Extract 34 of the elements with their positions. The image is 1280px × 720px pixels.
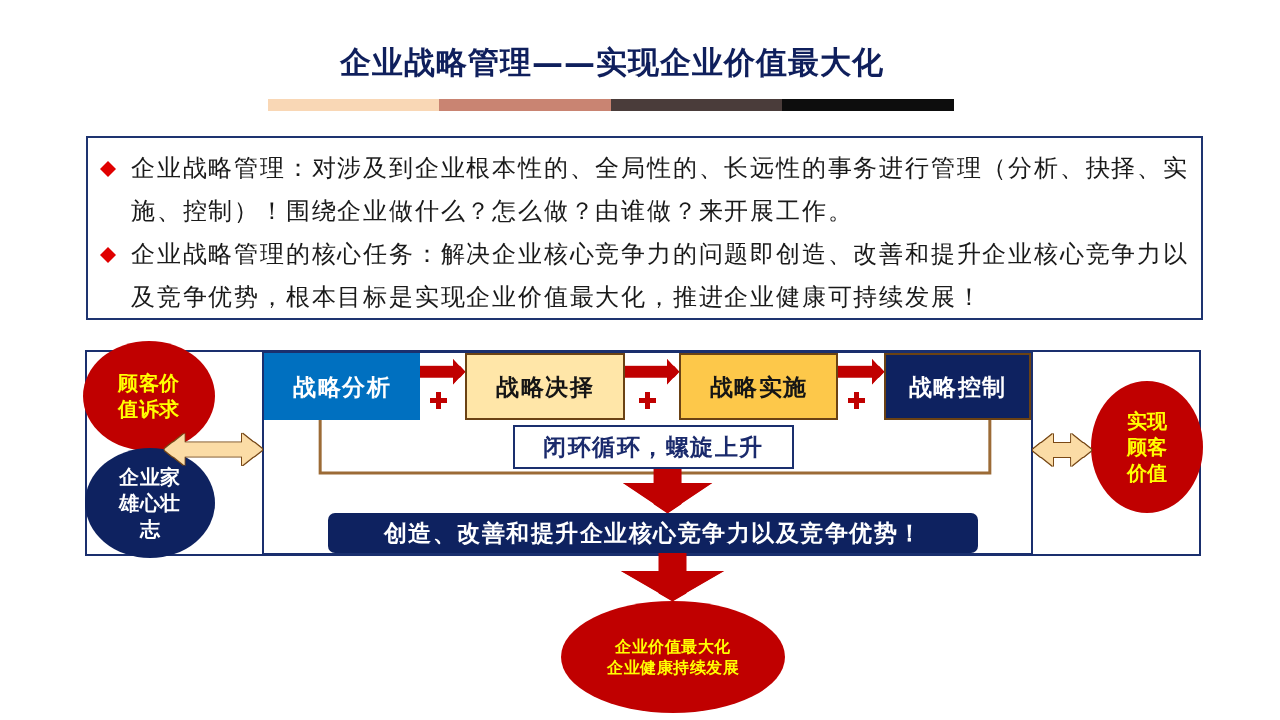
circle-node (1091, 381, 1203, 513)
circle-node (83, 341, 215, 451)
step-box (884, 353, 1031, 420)
note-box (513, 425, 794, 469)
banner-box (328, 513, 978, 553)
node-label: 战略控制 (908, 372, 1007, 402)
arrow (622, 469, 713, 513)
node-label: 企业家雄心壮志 (118, 464, 182, 542)
bullet-text: 企业战略管理：对涉及到企业根本性的、全局性的、长远性的事务进行管理（分析、抉择、实施、控制）！围绕企业做什么？怎么做？由谁做？来开展工作。 (131, 153, 1190, 227)
connector-line (318, 420, 992, 475)
title-text: 企业战略管理——实现企业价值最大化 (340, 44, 884, 80)
circle-node (85, 448, 215, 558)
node-label: 企业价值最大化 (615, 636, 731, 657)
ellipse-node (561, 601, 785, 713)
node-label: 闭环循环，螺旋上升 (543, 433, 764, 462)
double-arrow (1033, 433, 1092, 466)
node-label: 实现顾客价值 (1125, 408, 1169, 486)
node-label: 顾客价值诉求 (117, 370, 181, 422)
node-label: 创造、改善和提升企业核心竞争力以及竞争优势！ (383, 519, 923, 548)
arrow (625, 358, 679, 385)
bullet-text: 企业战略管理的核心任务：解决企业核心竞争力的问题即创造、改善和提升企业核心竞争力以及竞争优势，根本目标是实现企业价值最大化，推进企业健康可持续发展！ (131, 239, 1190, 313)
info-panel (86, 136, 1203, 320)
step-box (465, 353, 625, 420)
arrow (838, 358, 884, 385)
node-label: 企业健康持续发展 (607, 657, 739, 678)
arrow (620, 553, 725, 601)
node-label: 战略分析 (293, 372, 391, 402)
step-box (679, 353, 838, 420)
node-label: 战略决择 (496, 372, 594, 402)
arrow (420, 358, 465, 385)
process-panel (262, 351, 1033, 555)
node-label: 战略实施 (709, 372, 808, 402)
step-box (264, 353, 420, 420)
double-arrow (164, 433, 262, 466)
